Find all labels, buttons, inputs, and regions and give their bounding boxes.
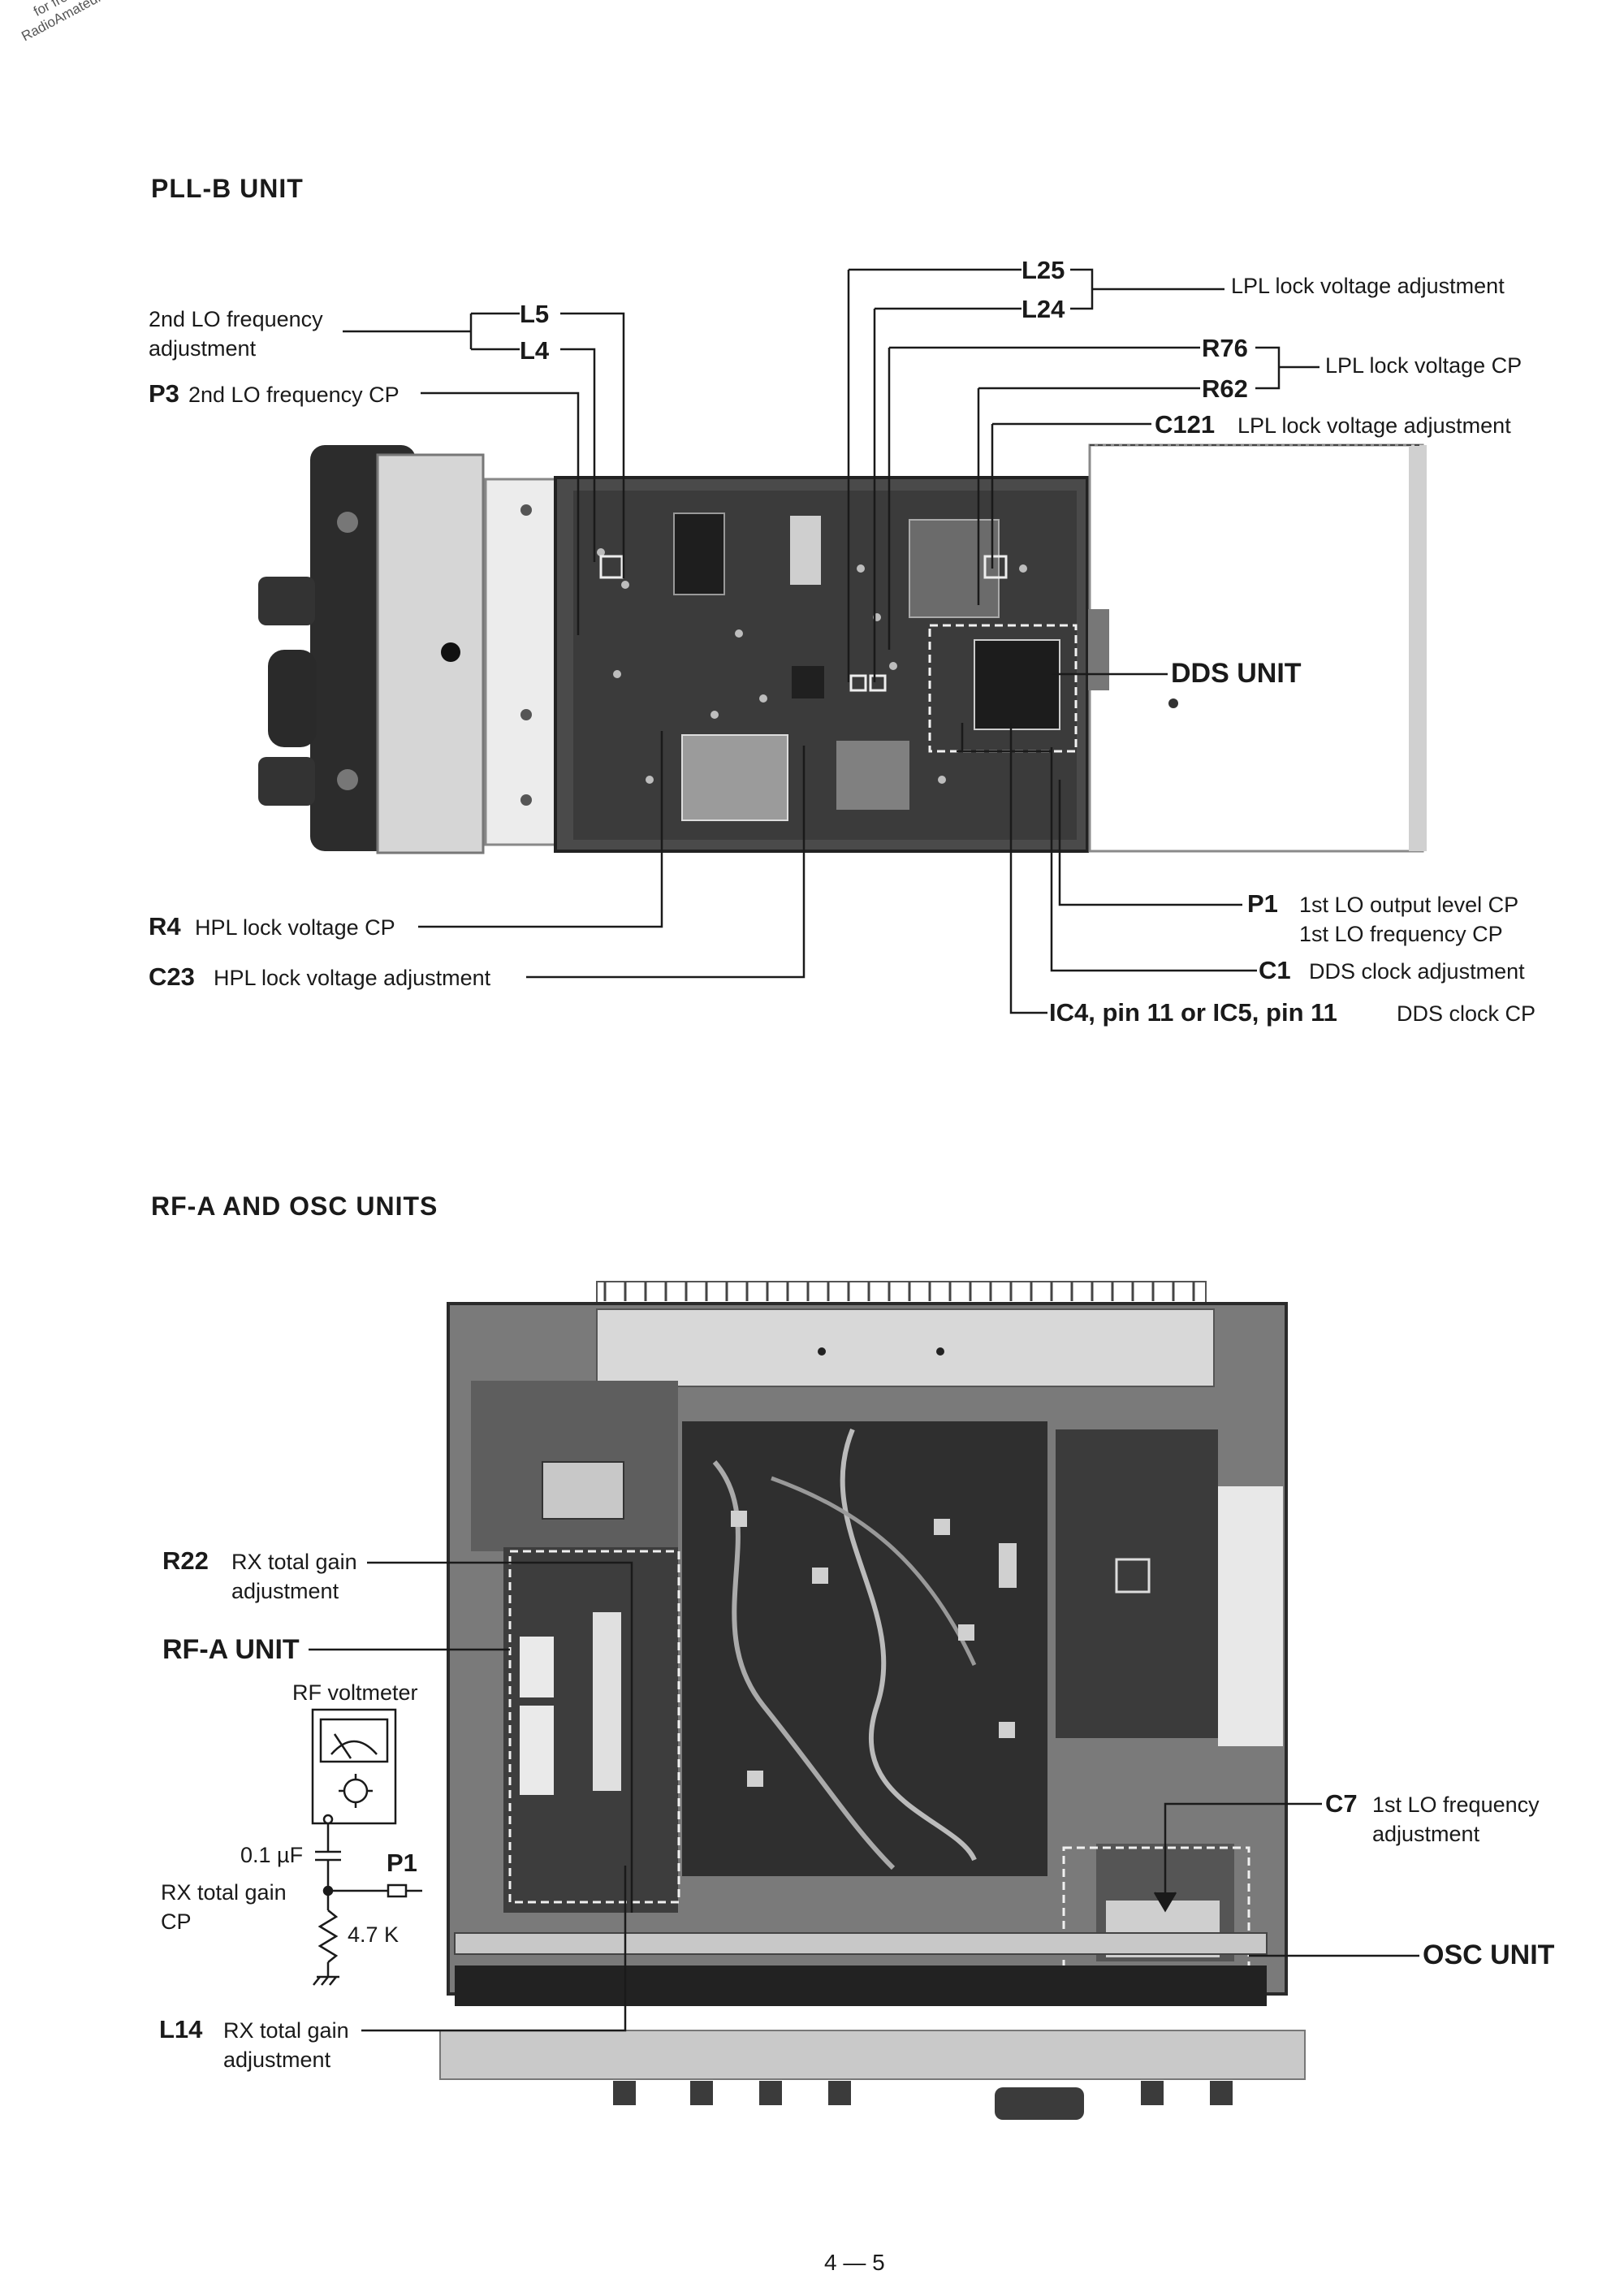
label-c7-desc-line2: adjustment xyxy=(1372,1822,1480,1846)
label-lpl-lock-cp: LPL lock voltage CP xyxy=(1325,353,1522,378)
page-number: 4 — 5 xyxy=(824,2250,885,2275)
label-l14-desc-line1: RX total gain xyxy=(223,2018,349,2043)
ref-p1-rf: P1 xyxy=(387,1849,417,1877)
ref-r62: R62 xyxy=(1202,374,1248,403)
ref-c121: C121 xyxy=(1155,410,1216,439)
ref-ic4-ic5: IC4, pin 11 or IC5, pin 11 xyxy=(1049,998,1337,1027)
ref-l14: L14 xyxy=(159,2015,203,2043)
label-p3-desc: 2nd LO frequency CP xyxy=(188,383,400,407)
label-capacitor-value: 0.1 µF xyxy=(240,1843,304,1867)
ref-l5: L5 xyxy=(520,300,550,328)
ref-l24: L24 xyxy=(1021,295,1065,323)
ref-p1-pll: P1 xyxy=(1247,889,1278,918)
rf-photo xyxy=(439,1281,1306,2120)
label-r22-desc-line2: adjustment xyxy=(231,1579,339,1603)
label-rf-voltmeter: RF voltmeter xyxy=(292,1680,418,1705)
label-p1-desc-line1: 1st LO output level CP xyxy=(1299,893,1519,917)
rf-voltmeter-schematic xyxy=(311,1708,422,1986)
label-2nd-lo-adj-line1: 2nd LO frequency xyxy=(149,307,323,331)
label-c23-desc: HPL lock voltage adjustment xyxy=(214,966,491,990)
label-rx-cp-line1: RX total gain xyxy=(161,1880,287,1905)
ref-r4: R4 xyxy=(149,912,181,941)
label-c121-desc: LPL lock voltage adjustment xyxy=(1237,413,1511,438)
label-r4-desc: HPL lock voltage CP xyxy=(195,915,395,940)
ref-c7: C7 xyxy=(1325,1789,1358,1818)
label-osc-unit: OSC UNIT xyxy=(1423,1940,1555,1970)
ref-p3: P3 xyxy=(149,379,179,408)
section-title-pll-b: PLL-B UNIT xyxy=(151,174,304,203)
label-resistor-value: 4.7 K xyxy=(348,1922,400,1947)
label-lpl-lock-adj: LPL lock voltage adjustment xyxy=(1231,274,1505,298)
label-c7-desc-line1: 1st LO frequency xyxy=(1372,1793,1540,1817)
label-dds-unit: DDS UNIT xyxy=(1171,658,1302,689)
pll-photo xyxy=(258,443,1427,854)
ref-c1: C1 xyxy=(1259,956,1291,984)
ref-r76: R76 xyxy=(1202,334,1248,362)
label-rx-cp-line2: CP xyxy=(161,1909,192,1934)
section-title-rf-osc: RF-A AND OSC UNITS xyxy=(151,1191,438,1221)
label-ic4-desc: DDS clock CP xyxy=(1397,1001,1536,1026)
label-2nd-lo-adj-line2: adjustment xyxy=(149,336,257,361)
ref-l4: L4 xyxy=(520,336,550,365)
pll-leader-lines xyxy=(343,268,1320,1014)
ref-c23: C23 xyxy=(149,962,195,991)
label-l14-desc-line2: adjustment xyxy=(223,2048,331,2072)
label-r22-desc-line1: RX total gain xyxy=(231,1550,357,1574)
rf-leader-lines xyxy=(309,1561,1419,2032)
ref-l25: L25 xyxy=(1021,256,1065,284)
label-rf-a-unit: RF-A UNIT xyxy=(162,1634,300,1665)
label-p1-desc-line2: 1st LO frequency CP xyxy=(1299,922,1503,946)
ref-r22: R22 xyxy=(162,1546,209,1575)
label-c1-desc: DDS clock adjustment xyxy=(1309,959,1525,984)
